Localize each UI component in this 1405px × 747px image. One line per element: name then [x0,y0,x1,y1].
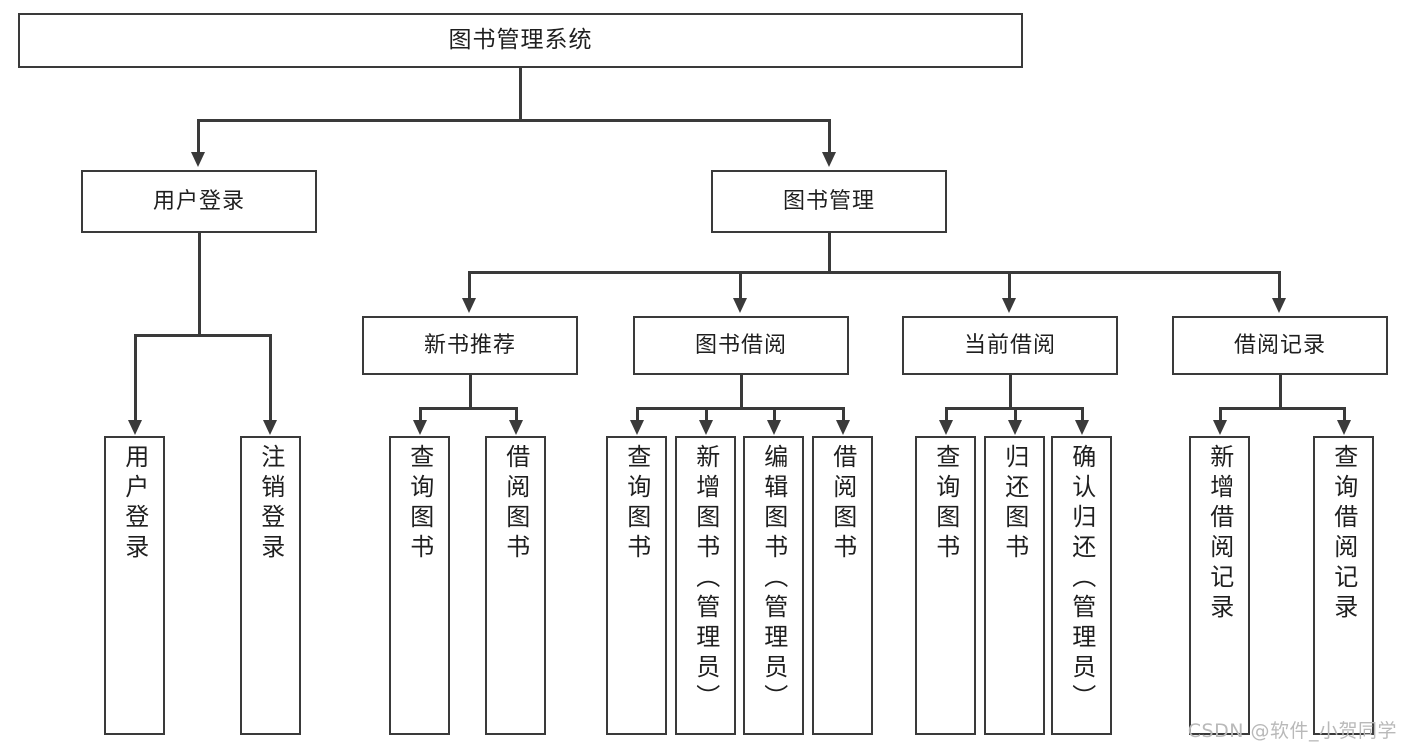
leaf-record-query-record[interactable]: 查询借阅记录 [1313,436,1374,735]
node-label: 查询借阅记录 [1329,444,1358,624]
leaf-borrow-query-book[interactable]: 查询图书 [606,436,667,735]
node-label: 新增借阅记录 [1205,444,1234,624]
node-label: 归还图书 [1000,444,1029,564]
arrow-to-current-borrow [1002,298,1016,313]
node-borrow-record[interactable]: 借阅记录 [1172,316,1388,375]
node-book-borrow[interactable]: 图书借阅 [633,316,849,375]
connector-drop-leaf-bb-add [705,407,708,422]
connector-book-borrow-bus [636,407,844,410]
connector-drop-leaf-user-login [134,334,137,422]
connector-drop-new-book-rec [468,271,471,299]
arrow-to-leaf-bb-query [630,420,644,435]
node-label: 借阅图书 [501,444,530,564]
node-label: 当前借阅 [963,332,1056,358]
arrow-to-login [191,152,205,167]
connector-drop-borrow-record [1278,271,1281,299]
arrow-to-leaf-rec-query [413,420,427,435]
connector-drop-leaf-bb-query [636,407,639,422]
connector-level1-bus [197,119,831,122]
arrow-to-leaf-cb-return [1008,420,1022,435]
node-label: 新增图书（管理员） [691,444,720,714]
arrow-to-leaf-cb-query [939,420,953,435]
arrow-to-leaf-user-logout [263,420,277,435]
node-label: 新书推荐 [423,332,516,358]
arrow-to-leaf-br-query [1337,420,1351,435]
node-label: 编辑图书（管理员） [759,444,788,714]
arrow-to-new-book-rec [462,298,476,313]
leaf-record-add-record[interactable]: 新增借阅记录 [1189,436,1250,735]
node-root-system[interactable]: 图书管理系统 [18,13,1023,68]
connector-drop-leaf-bb-borrow [842,407,845,422]
arrow-to-leaf-cb-confirm [1075,420,1089,435]
node-label: 图书管理 [782,188,875,214]
arrow-to-book-borrow [733,298,747,313]
leaf-borrow-edit-book[interactable]: 编辑图书（管理员） [743,436,804,735]
leaf-recommend-borrow-book[interactable]: 借阅图书 [485,436,546,735]
connector-drop-book-borrow [739,271,742,299]
connector-borrow-record-stem [1279,375,1282,409]
node-label: 查询图书 [931,444,960,564]
connector-drop-leaf-bb-edit [773,407,776,422]
connector-borrow-record-bus [1219,407,1345,410]
connector-drop-leaf-cb-query [945,407,948,422]
arrow-to-leaf-bb-borrow [836,420,850,435]
connector-root-stem [519,68,522,121]
arrow-to-leaf-bb-edit [767,420,781,435]
leaf-borrow-add-book[interactable]: 新增图书（管理员） [675,436,736,735]
arrow-to-book-mgmt [822,152,836,167]
connector-drop-book-mgmt [828,119,831,155]
node-label: 查询图书 [405,444,434,564]
node-user-login[interactable]: 用户登录 [81,170,317,233]
node-label: 查询图书 [622,444,651,564]
connector-book-mgmt-stem [828,233,831,273]
connector-login-stem [198,233,201,336]
node-label: 用户登录 [152,188,245,214]
connector-current-borrow-stem [1009,375,1012,409]
node-label: 图书管理系统 [448,26,593,53]
node-current-borrow[interactable]: 当前借阅 [902,316,1118,375]
connector-new-book-rec-stem [469,375,472,409]
connector-drop-current-borrow [1008,271,1011,299]
connector-drop-login [197,119,200,155]
leaf-current-confirm-return[interactable]: 确认归还（管理员） [1051,436,1112,735]
arrow-to-leaf-br-add [1213,420,1227,435]
leaf-current-query-book[interactable]: 查询图书 [915,436,976,735]
leaf-user-logout[interactable]: 注销登录 [240,436,301,735]
arrow-to-leaf-rec-borrow [509,420,523,435]
leaf-borrow-borrow-book[interactable]: 借阅图书 [812,436,873,735]
node-new-book-recommend[interactable]: 新书推荐 [362,316,578,375]
node-label: 确认归还（管理员） [1067,444,1096,714]
leaf-current-return-book[interactable]: 归还图书 [984,436,1045,735]
connector-drop-leaf-br-add [1219,407,1222,422]
arrow-to-borrow-record [1272,298,1286,313]
node-label: 用户登录 [120,444,149,564]
connector-new-book-rec-bus [419,407,517,410]
connector-level2-bus [468,271,1280,274]
leaf-user-login[interactable]: 用户登录 [104,436,165,735]
connector-drop-leaf-user-logout [269,334,272,422]
connector-drop-leaf-rec-borrow [515,407,518,422]
node-label: 借阅图书 [828,444,857,564]
connector-book-borrow-stem [740,375,743,409]
connector-drop-leaf-cb-return [1014,407,1017,422]
connector-login-bus [134,334,271,337]
arrow-to-leaf-bb-add [699,420,713,435]
node-label: 借阅记录 [1233,332,1326,358]
node-book-management[interactable]: 图书管理 [711,170,947,233]
connector-drop-leaf-cb-confirm [1081,407,1084,422]
arrow-to-leaf-user-login [128,420,142,435]
connector-drop-leaf-rec-query [419,407,422,422]
leaf-recommend-query-book[interactable]: 查询图书 [389,436,450,735]
node-label: 图书借阅 [694,332,787,358]
node-label: 注销登录 [256,444,285,564]
connector-drop-leaf-br-query [1343,407,1346,422]
